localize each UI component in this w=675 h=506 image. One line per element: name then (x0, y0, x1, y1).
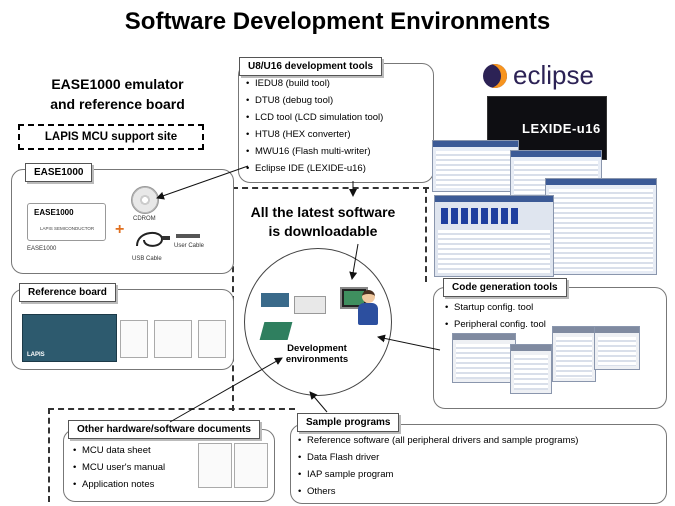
board-small-icon (259, 322, 293, 340)
reference-board-image: LAPIS (22, 314, 117, 362)
list-item: MCU data sheet (73, 442, 165, 459)
dev-tools-list: IEDU8 (build tool) DTU8 (debug tool) LCD… (246, 75, 383, 177)
samples-box: Reference software (all peripheral drive… (290, 424, 667, 504)
list-item: MWU16 (Flash multi-writer) (246, 143, 383, 160)
reference-board-box: LAPIS (11, 289, 234, 370)
cdrom-icon (131, 186, 159, 214)
list-item: Application notes (73, 476, 165, 493)
page-title: Software Development Environments (124, 8, 551, 35)
samples-list: Reference software (all peripheral drive… (298, 432, 578, 500)
list-item: Others (298, 483, 578, 500)
list-item: Reference software (all peripheral drive… (298, 432, 578, 449)
ease1000-label: EASE1000 (25, 163, 93, 182)
document-thumb-1 (198, 443, 232, 488)
user-cable-label: User Cable (174, 243, 205, 249)
ease1000-device-brand: LAPIS SEMICONDUCTOR (40, 226, 95, 231)
usb-cable-label: USB Cable (132, 256, 162, 262)
document-thumb-2 (234, 443, 268, 488)
lcd-tool-screenshot (434, 195, 554, 277)
board-schematic-thumb-2 (154, 320, 192, 358)
reference-board-brand: LAPIS (27, 352, 45, 358)
ease1000-device: EASE1000 LAPIS SEMICONDUCTOR (27, 203, 106, 241)
support-site-box[interactable]: LAPIS MCU support site (18, 124, 204, 150)
dev-environments-label: Development environments (285, 343, 349, 365)
other-docs-list: MCU data sheet MCU user's manual Applica… (73, 442, 165, 493)
code-gen-screenshot-1 (452, 333, 516, 383)
code-gen-screenshot-4 (594, 326, 640, 370)
ease1000-small-icon-2 (294, 296, 326, 314)
user-cable-icon (176, 234, 200, 238)
list-item: Eclipse IDE (LEXIDE-u16) (246, 160, 383, 177)
board-schematic-thumb (120, 320, 148, 358)
list-item: MCU user's manual (73, 459, 165, 476)
ide-screenshot-3 (545, 178, 657, 275)
support-site-label: LAPIS MCU support site (44, 131, 178, 143)
lcd-segment-display (441, 208, 521, 224)
list-item: LCD tool (LCD simulation tool) (246, 109, 383, 126)
list-item: HTU8 (HEX converter) (246, 126, 383, 143)
samples-label: Sample programs (297, 413, 400, 432)
other-docs-box: MCU data sheet MCU user's manual Applica… (63, 429, 275, 502)
code-gen-screenshot-3 (552, 326, 596, 382)
board-schematic-thumb-3 (198, 320, 226, 358)
other-docs-label: Other hardware/software documents (68, 420, 260, 439)
code-gen-box: Startup config. tool Peripheral config. … (433, 287, 667, 409)
person-icon (356, 290, 380, 330)
ease1000-device-label: EASE1000 (34, 208, 74, 217)
download-region-right-border (425, 187, 427, 282)
ease1000-device-caption: EASE1000 (27, 246, 57, 252)
code-gen-screenshot-2 (510, 344, 552, 394)
ease1000-small-icon (261, 293, 289, 307)
ease1000-box: EASE1000 LAPIS SEMICONDUCTOR EASE1000 + … (11, 169, 234, 274)
ide-screenshot-1 (432, 140, 519, 192)
usb-cable-icon (136, 232, 170, 247)
reference-board-label: Reference board (19, 283, 116, 302)
list-item: IAP sample program (298, 466, 578, 483)
lexide-title: LEXIDE-u16 (522, 121, 601, 136)
dev-tools-label: U8/U16 development tools (239, 57, 383, 76)
list-item: Peripheral config. tool (445, 316, 546, 333)
eclipse-logo: eclipse (483, 60, 603, 92)
emulator-heading: EASE1000 emulator and reference board (50, 76, 185, 112)
list-item: Data Flash driver (298, 449, 578, 466)
plus-icon: + (115, 221, 125, 238)
list-item: Startup config. tool (445, 299, 546, 316)
code-gen-list: Startup config. tool Peripheral config. … (445, 299, 546, 333)
eclipse-logo-text: eclipse (513, 60, 594, 90)
code-gen-label: Code generation tools (443, 278, 567, 297)
list-item: IEDU8 (build tool) (246, 75, 383, 92)
latest-software-text: All the latest software is downloadable (250, 204, 396, 239)
eclipse-icon (483, 64, 507, 88)
cdrom-label: CDROM (133, 216, 156, 222)
dev-tools-box: IEDU8 (build tool) DTU8 (debug tool) LCD… (238, 63, 434, 183)
list-item: DTU8 (debug tool) (246, 92, 383, 109)
